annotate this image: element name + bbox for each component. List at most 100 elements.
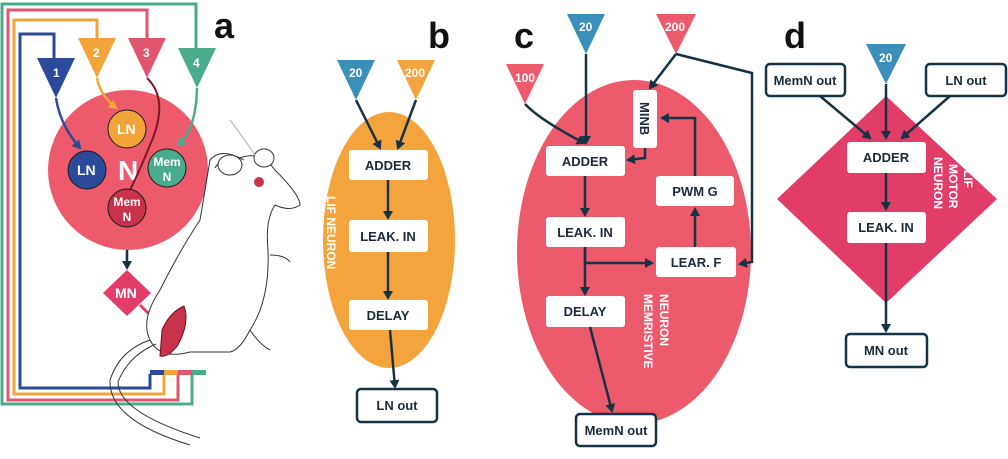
d-side-label-3: NEURON: [931, 157, 945, 209]
input-triangle-20: [337, 60, 375, 100]
panel-letter-b: b: [428, 15, 450, 56]
input-label-100: 100: [515, 71, 535, 85]
tail-bar-2: [164, 370, 178, 375]
panel-letter-d: d: [784, 15, 806, 56]
d-leak-box: [847, 212, 926, 243]
input-triangle-4: [178, 48, 216, 88]
panel-d: d MemN out 20 LN out ADDER LEAK. IN MN o…: [764, 15, 1008, 369]
c-pwmg-box: [656, 176, 734, 206]
c-output-box: [574, 412, 658, 448]
input-triangle-20-d: [866, 44, 906, 84]
memn-neuron-right: [147, 148, 187, 188]
memn-right-label-2: N: [163, 170, 172, 184]
input-triangle-3: [128, 38, 166, 78]
input-label-20-d: 20: [879, 51, 893, 65]
c-learf-label: LEAR. F: [671, 255, 722, 270]
c-leak-label: LEAK. IN: [557, 225, 613, 240]
tail-bar-3: [178, 370, 192, 375]
rat-illustration: [109, 119, 301, 446]
c-learf-box: [656, 247, 736, 277]
input-2-arrow: [95, 77, 118, 110]
c-minb-box: [633, 90, 657, 148]
c-leak-box: [546, 217, 625, 247]
input-triangle-1: [37, 58, 75, 98]
c-side-label-1: MEMRISTIVE: [641, 294, 655, 369]
c-edge-minb-adder: [626, 148, 647, 165]
d-input-memn-label: MemN out: [774, 73, 838, 88]
b-side-label: LIF NEURON: [324, 196, 338, 269]
memn-right-label-1: Mem: [153, 155, 180, 169]
c-pwmg-label: PWM G: [672, 184, 718, 199]
input-label-20: 20: [349, 66, 363, 80]
ln-top-label: LN: [117, 121, 136, 137]
d-input-ln-box: [924, 62, 1008, 98]
b-edge-20-adder: [354, 99, 382, 150]
c-edge-200-learf: [675, 52, 754, 268]
b-edge-delay-out: [388, 329, 400, 389]
c-delay-label: DELAY: [564, 304, 607, 319]
loop-line-3: [6, 8, 180, 402]
d-adder-box: [847, 142, 926, 173]
d-edge-memn-adder: [819, 95, 872, 140]
panel-letter-c: c: [514, 15, 534, 56]
input-label-4: 4: [193, 56, 200, 70]
b-leak-box: [349, 220, 428, 252]
mn-diamond: [103, 270, 151, 316]
input-triangle-200: [397, 60, 435, 100]
tail-bar-4: [192, 370, 206, 375]
tail-bar-1: [150, 370, 164, 375]
loop-line-4: [0, 2, 198, 406]
b-delay-label: DELAY: [367, 308, 410, 323]
rat-eye: [254, 177, 264, 187]
input-label-200: 200: [405, 66, 425, 80]
ln-left-label: LN: [77, 162, 96, 178]
input-label-2: 2: [93, 46, 100, 60]
network-center-label: N: [118, 155, 138, 186]
d-side-label-1: LIF: [961, 170, 975, 188]
panel-letter-a: a: [214, 5, 235, 46]
b-delay-box: [349, 300, 428, 330]
network-node-circle: [48, 90, 208, 250]
c-delay-box: [546, 296, 625, 327]
input-triangle-100: [506, 64, 544, 104]
input-4-arrow: [176, 87, 199, 147]
c-output-label: MemN out: [585, 423, 649, 438]
ln-neuron-top: [107, 109, 147, 149]
d-output-label: MN out: [864, 343, 909, 358]
c-edge-200-minb: [648, 53, 677, 90]
b-adder-box: [349, 150, 428, 180]
memn-neuron-bottom: [107, 188, 147, 228]
memn-bottom-label-2: N: [123, 210, 132, 224]
input-label-3: 3: [143, 46, 150, 60]
c-side-label-2: NEURON: [657, 294, 671, 346]
d-input-ln-label: LN out: [945, 73, 987, 88]
panel-a: a N 1 2 3 4 LN LN Mem N Mem N: [0, 2, 301, 446]
input-triangle-20-c: [567, 14, 605, 54]
muscle-icon: [159, 305, 187, 357]
d-adder-label: ADDER: [863, 150, 910, 165]
c-edge-delay-out: [588, 326, 616, 413]
memn-bottom-label-1: Mem: [113, 195, 140, 209]
loop-line-1: [18, 32, 152, 390]
d-input-memn-box: [764, 62, 847, 98]
input-label-200-c: 200: [665, 20, 685, 34]
b-leak-label: LEAK. IN: [360, 229, 416, 244]
b-output-box: [355, 387, 439, 424]
input-triangle-2: [78, 38, 116, 78]
c-minb-label: MINB: [637, 102, 652, 135]
loop-line-2: [12, 18, 166, 396]
input-1-arrow: [54, 97, 82, 150]
panel-c: c 100 20 200 ADDER MINB LEAK. IN PWM G L…: [506, 14, 754, 448]
d-leak-label: LEAK. IN: [858, 220, 914, 235]
mn-label: MN: [115, 285, 137, 301]
d-side-label-2: MOTOR: [946, 164, 960, 209]
b-adder-label: ADDER: [365, 158, 412, 173]
c-edge-pwmg-minb: [660, 113, 697, 176]
input-label-20-c: 20: [579, 20, 593, 34]
input-label-1: 1: [53, 66, 60, 80]
c-adder-label: ADDER: [562, 154, 609, 169]
c-adder-box: [546, 146, 625, 176]
d-output-box: [844, 332, 929, 369]
b-output-label: LN out: [376, 398, 418, 413]
